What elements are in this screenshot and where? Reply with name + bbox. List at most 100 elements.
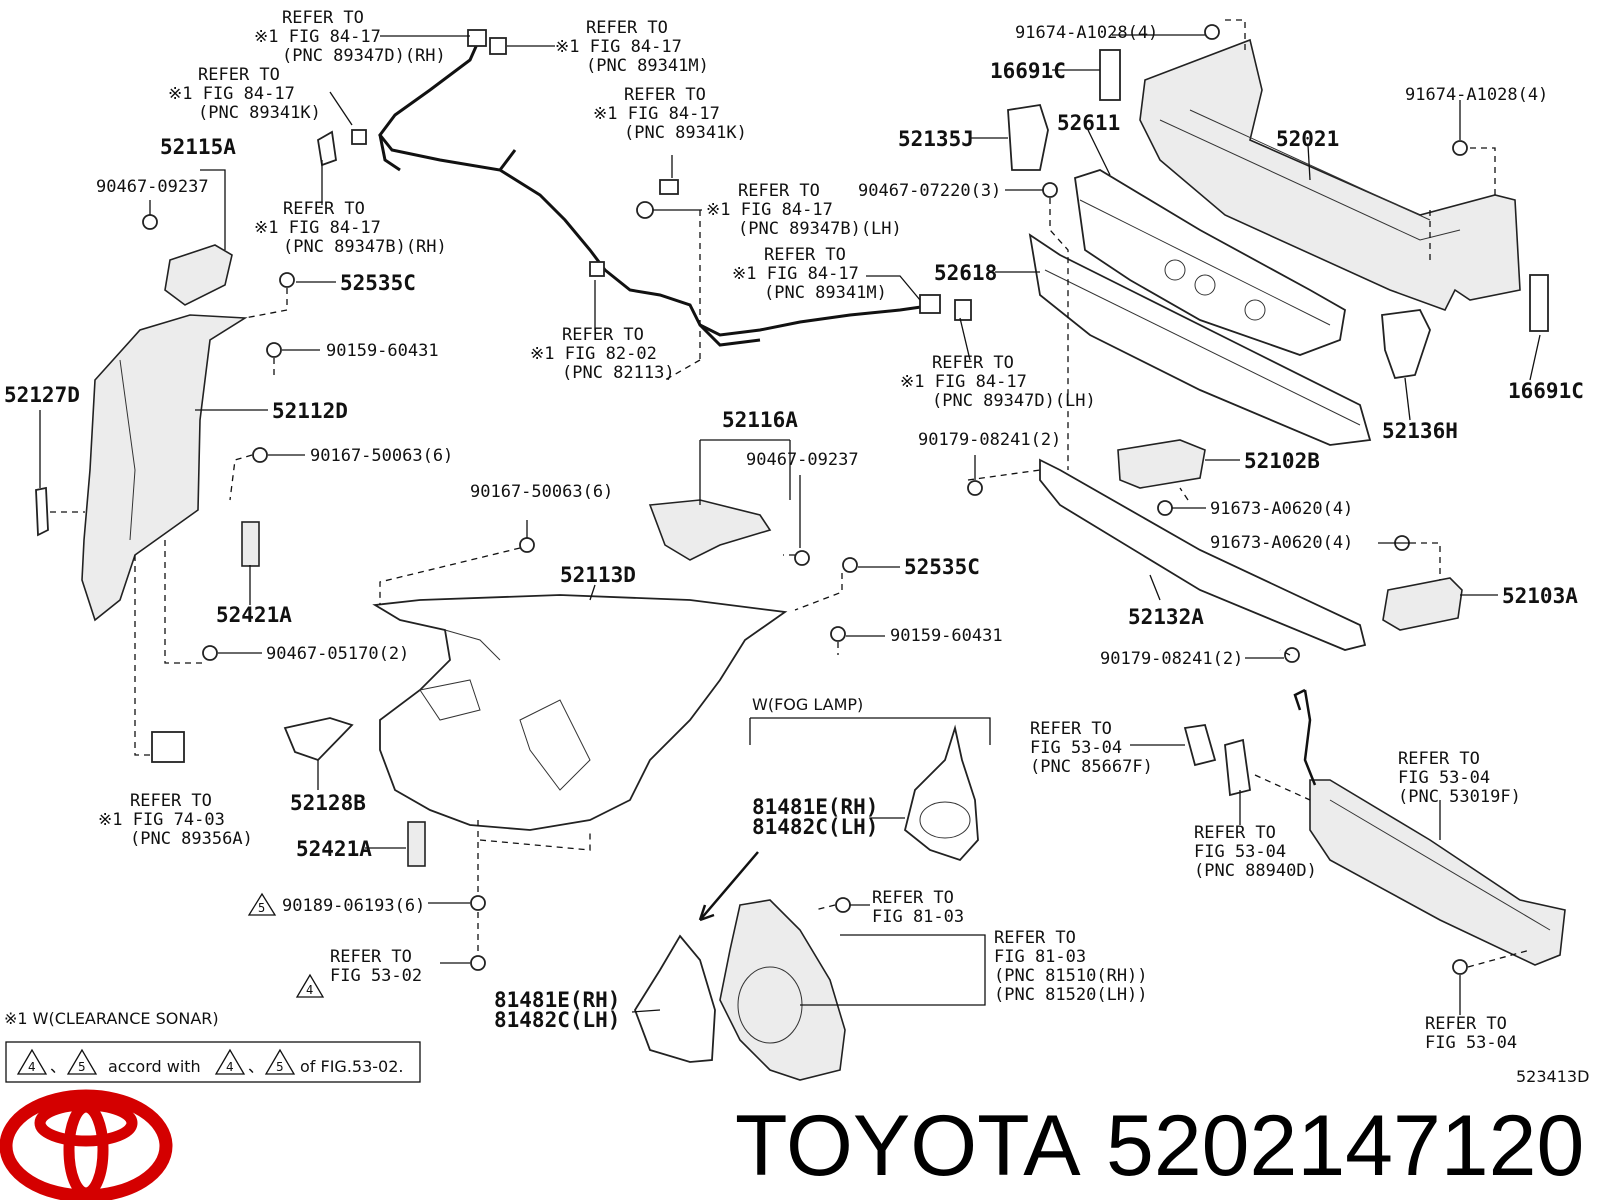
triangle-number: 5 [276, 1060, 284, 1074]
extension-52103a [1382, 577, 1463, 631]
part-number: 52535C [340, 271, 416, 295]
part-number: 91673-A0620(4) [1210, 533, 1353, 553]
bracket-52116a [648, 499, 772, 561]
cover-52128b [283, 717, 354, 762]
ref-line: REFER TO [872, 888, 954, 908]
ref-line: REFER TO [283, 199, 365, 219]
part-number: 90467-09237 [96, 177, 209, 197]
brand-name: TOYOTA [735, 1098, 1081, 1194]
fog-lamp-label: W(FOG LAMP) [752, 695, 863, 714]
part-number: 52421A [216, 603, 292, 627]
fog-bezel-lower [634, 934, 716, 1063]
ref-89347b-rh: REFER TO ※1 FIG 84-17 (PNC 89347B)(RH) [254, 199, 447, 257]
part-number: 91674-A1028(4) [1405, 85, 1548, 105]
ref-line: ※1 FIG 84-17 [254, 218, 381, 238]
ref-line: REFER TO [198, 65, 280, 85]
part-number: 90179-08241(2) [918, 430, 1061, 450]
part-number: 52135J [898, 127, 974, 151]
ref-line: (PNC 89341M) [586, 56, 709, 76]
ref-line: ※1 FIG 84-17 [706, 200, 833, 220]
accord-text: accord with [108, 1057, 201, 1076]
fog-lamp-assembly [719, 899, 846, 1081]
separator: 、 [248, 1057, 264, 1076]
ref-82113: REFER TO ※1 FIG 82-02 (PNC 82113) [530, 325, 675, 383]
ref-line: (PNC 89347B)(RH) [283, 237, 447, 257]
bracket-52136h [1381, 309, 1431, 379]
ref-line: ※1 FIG 74-03 [98, 810, 225, 830]
part-number: 52136H [1382, 419, 1458, 443]
part-number: 81482C(LH) [752, 815, 878, 839]
extension-52102b [1117, 439, 1206, 489]
ref-line: (PNC 89347D)(RH) [282, 46, 446, 66]
part-number: 52112D [272, 399, 348, 423]
ref-line: ※1 FIG 82-02 [530, 344, 657, 364]
absorber-52618 [1028, 233, 1372, 446]
leader-lines [39, 34, 1541, 1015]
ref-89341m-center: REFER TO ※1 FIG 84-17 (PNC 89341M) [732, 245, 887, 303]
ref-line: (PNC 85667F) [1030, 757, 1153, 777]
ref-line: (PNC 82113) [562, 363, 675, 383]
triangle-5-icon [247, 892, 277, 916]
part-number: 52113D [560, 563, 636, 587]
ref-line: FIG 53-04 [1398, 768, 1490, 788]
ref-89341m-top: REFER TO ※1 FIG 84-17 (PNC 89341M) [555, 18, 709, 76]
accord-note-box [5, 1041, 421, 1083]
ref-line: (PNC 89347B)(LH) [738, 219, 902, 239]
part-number: 52116A [722, 408, 798, 432]
ref-line: (PNC 89347D)(LH) [932, 391, 1096, 411]
ref-line: FIG 53-04 [1194, 842, 1286, 862]
reference-labels: REFER TO ※1 FIG 84-17 (PNC 89347D)(RH) R… [98, 8, 1521, 1053]
ref-line: (PNC 89341K) [624, 123, 747, 143]
dashed-assembly-lines [50, 19, 1531, 968]
ref-85667f: REFER TO FIG 53-04 (PNC 85667F) [1030, 719, 1153, 777]
ref-81510-81520: REFER TO FIG 81-03 (PNC 81510(RH)) (PNC … [994, 928, 1148, 1005]
diagram-code: 523413D [1516, 1067, 1589, 1086]
absorber-52611 [1074, 169, 1346, 356]
part-number: 90467-09237 [746, 450, 859, 470]
part-number: 90159-60431 [890, 626, 1003, 646]
ref-line: FIG 53-02 [330, 966, 422, 986]
ref-line: ※1 FIG 84-17 [593, 104, 720, 124]
triangle-5-icon [264, 1048, 296, 1075]
part-number: 91673-A0620(4) [1210, 499, 1353, 519]
ref-line: (PNC 81520(LH)) [994, 985, 1148, 1005]
ref-line: REFER TO [1398, 749, 1480, 769]
part-numbers: 91674-A1028(4) 16691C 91674-A1028(4) 526… [4, 23, 1584, 1032]
triangle-4-icon [214, 1048, 246, 1075]
part-number: 90167-50063(6) [310, 446, 453, 466]
side-bracket-52112d [81, 314, 248, 622]
ref-89347b-lh: REFER TO ※1 FIG 84-17 (PNC 89347B)(LH) [706, 181, 902, 239]
ref-line: REFER TO [562, 325, 644, 345]
lower-beam-52132a [1039, 458, 1367, 651]
part-number: 52127D [4, 383, 80, 407]
part-number: 52421A [296, 837, 372, 861]
ref-89341k-center: REFER TO ※1 FIG 84-17 (PNC 89341K) [593, 85, 747, 143]
bracket-52135j [1007, 103, 1049, 171]
ref-line: ※1 FIG 84-17 [254, 27, 381, 47]
ref-53019f: REFER TO FIG 53-04 (PNC 53019F) [1398, 749, 1521, 807]
part-number: 52021 [1276, 127, 1339, 151]
part-number: 91674-A1028(4) [1015, 23, 1158, 43]
ref-line: REFER TO [586, 18, 668, 38]
ref-line: FIG 53-04 [1030, 738, 1122, 758]
ref-line: (PNC 81510(RH)) [994, 966, 1148, 986]
triangle-number: 4 [28, 1060, 36, 1074]
ref-line: (PNC 89341M) [764, 283, 887, 303]
part-number: 90467-07220(3) [858, 181, 1001, 201]
part-number: 52128B [290, 791, 366, 815]
clip-52127d [35, 486, 49, 537]
ref-line: REFER TO [1030, 719, 1112, 739]
toyota-logo-icon [0, 1089, 173, 1200]
ref-89347d-lh: REFER TO ※1 FIG 84-17 (PNC 89347D)(LH) [900, 353, 1096, 411]
ref-line: REFER TO [282, 8, 364, 28]
ref-89341k-left: REFER TO ※1 FIG 84-17 (PNC 89341K) [168, 65, 321, 123]
ref-line: REFER TO [330, 947, 412, 967]
triangle-number: 5 [78, 1060, 86, 1074]
ref-line: REFER TO [994, 928, 1076, 948]
part-number: 52535C [904, 555, 980, 579]
part-number: 16691C [1508, 379, 1584, 403]
part-number: 52103A [1502, 584, 1578, 608]
triangle-5-icon [66, 1048, 98, 1075]
ref-line: REFER TO [1194, 823, 1276, 843]
ref-line: REFER TO [738, 181, 820, 201]
